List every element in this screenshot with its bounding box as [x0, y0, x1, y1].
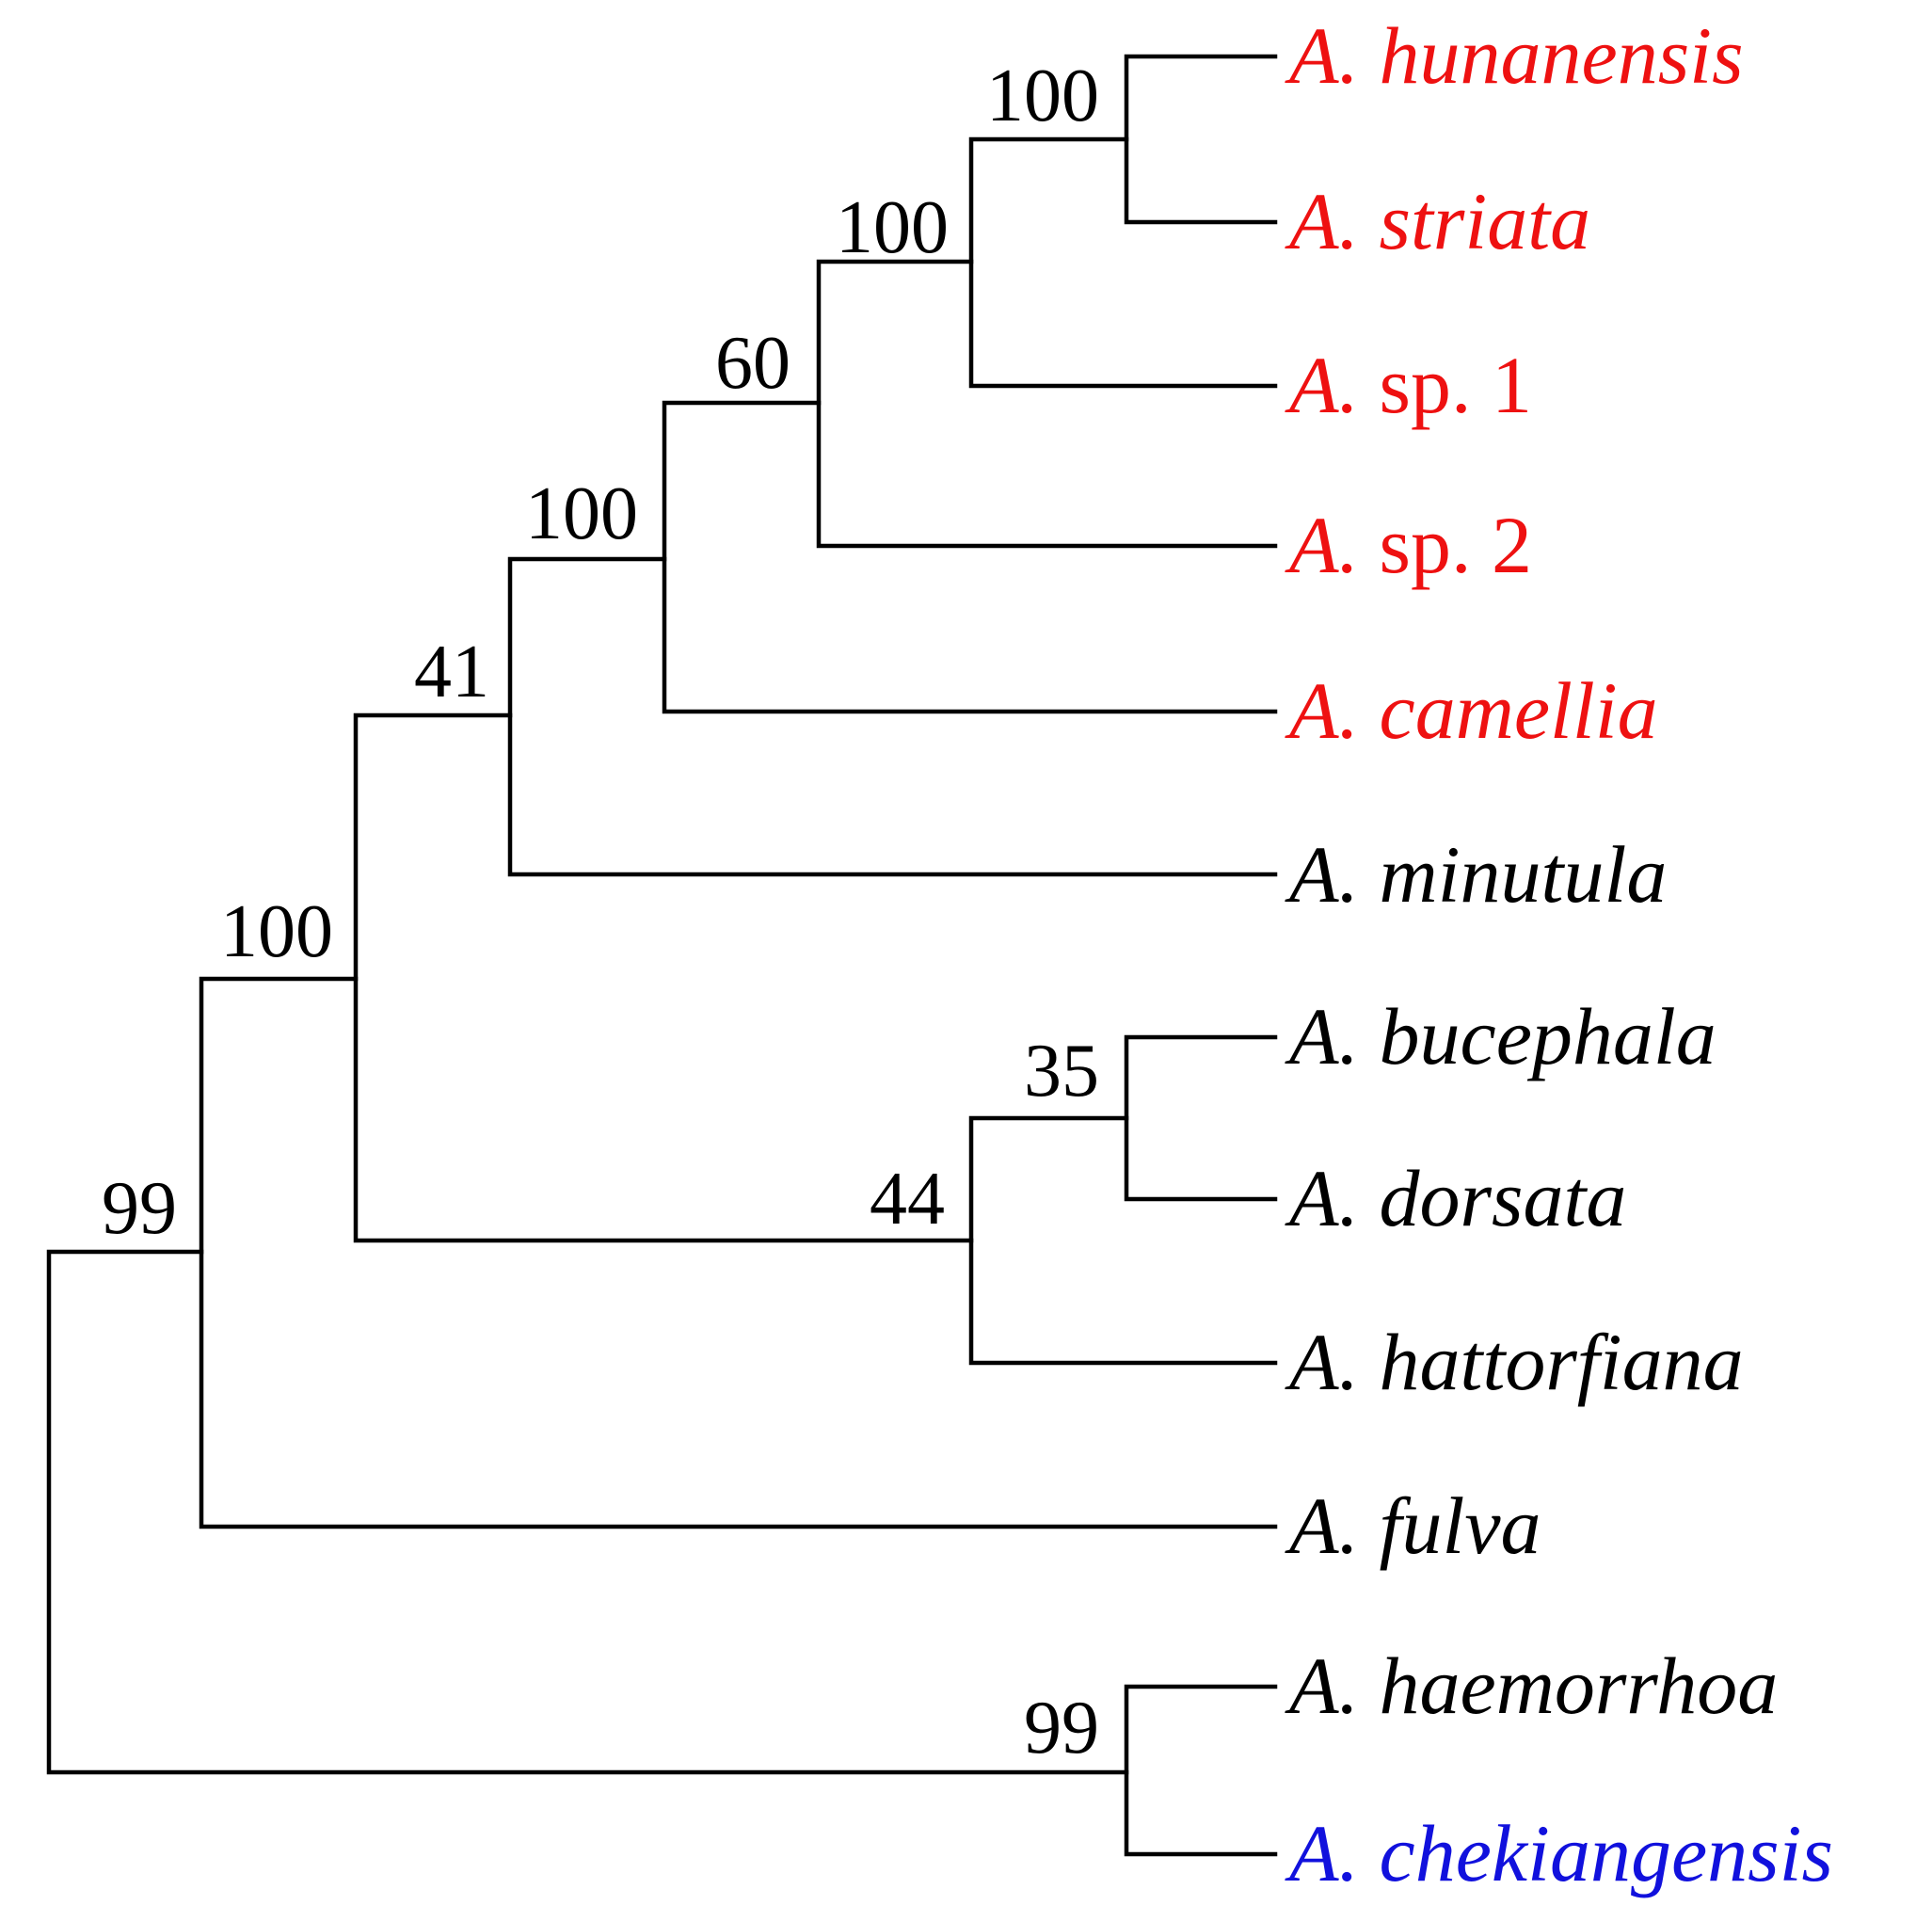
taxon-label-sp1: A. sp. 1 [1285, 340, 1532, 430]
taxon-label-sp2: A. sp. 2 [1285, 500, 1532, 590]
support-label: 99 [102, 1167, 177, 1250]
branch-node-41 [507, 556, 1278, 877]
taxon-label-striata: A. striata [1285, 176, 1590, 266]
support-label: 100 [836, 186, 949, 269]
taxon-labels: A. hunanensis A. striata A. sp. 1 A. sp.… [1285, 10, 1833, 1898]
branch-node-60 [816, 259, 1278, 549]
support-label: 35 [1024, 1030, 1099, 1113]
taxon-label-bucephala: A. bucephala [1285, 991, 1716, 1081]
taxon-label-minutula: A. minutula [1285, 829, 1667, 920]
branch-node-main-clade [353, 712, 974, 1243]
taxon-label-hattorfiana: A. hattorfiana [1285, 1317, 1744, 1407]
branch-node-ingroup [199, 976, 1278, 1529]
support-label: 60 [715, 322, 790, 405]
taxon-label-haemorrhoa: A. haemorrhoa [1285, 1641, 1778, 1731]
support-label: 44 [870, 1158, 945, 1241]
branch-node-red-clade [662, 400, 1278, 714]
support-label: 99 [1024, 1687, 1099, 1769]
taxon-label-hunanensis: A. hunanensis [1285, 10, 1744, 101]
branch-root [46, 1249, 1129, 1775]
support-label: 41 [414, 631, 489, 713]
taxon-label-chekiangensis: A. chekiangensis [1285, 1808, 1833, 1898]
support-label: 100 [525, 472, 638, 555]
tree-branches [46, 54, 1278, 1857]
branch-node-35 [1124, 1034, 1278, 1202]
support-label: 100 [220, 890, 333, 973]
support-label: 100 [986, 55, 1099, 137]
support-values: 100 100 60 100 41 35 44 100 99 99 [102, 55, 1099, 1769]
branch-node-44 [968, 1115, 1278, 1366]
taxon-label-fulva: A. fulva [1285, 1481, 1541, 1571]
branch-node-sp1 [968, 136, 1278, 389]
taxon-label-dorsata: A. dorsata [1285, 1153, 1626, 1243]
branch-node-hunanensis-striata [1124, 54, 1278, 225]
branch-node-outgroup [1124, 1684, 1278, 1857]
taxon-label-camellia: A. camellia [1285, 665, 1658, 756]
